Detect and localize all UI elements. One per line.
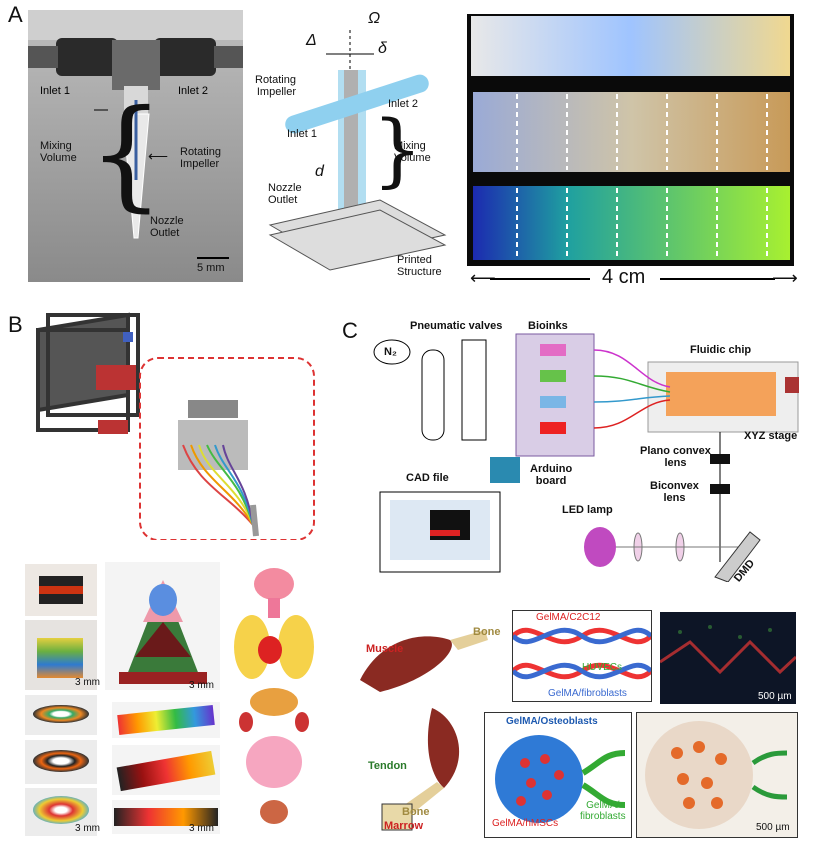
panel-letter-b: B xyxy=(8,312,23,337)
schematic-impeller-label: Rotating Impeller xyxy=(255,74,296,98)
huvecs-label: HUVECs xyxy=(582,662,623,673)
d-symbol: d xyxy=(315,163,324,180)
muscle-bone-label: Bone xyxy=(473,626,501,638)
impeller-arrow-icon: ⟵ xyxy=(148,148,169,164)
mixing-volume-label: Mixing Volume xyxy=(40,140,77,164)
schematic-inlet1-label: Inlet 1 xyxy=(287,128,317,140)
scale-arrow-right-icon: ⟶ xyxy=(772,268,798,288)
scale-bar-line xyxy=(197,257,229,259)
scale-arrow-left-icon: ⟵ xyxy=(470,268,496,288)
b-scale-bar-4: 3 mm xyxy=(189,823,214,834)
muscle-fibroblasts-label: GelMA/fibroblasts xyxy=(548,688,627,699)
led-lamp-label: LED lamp xyxy=(562,504,613,516)
muscle-fluorescence-image xyxy=(659,612,798,704)
b-scale-bar-3: 3 mm xyxy=(189,680,214,691)
tendon-construct-photo xyxy=(636,712,798,838)
schematic-inlet2-label: Inlet 2 xyxy=(388,98,418,110)
cad-file-label: CAD file xyxy=(406,472,449,484)
mixing-volume-brace: { xyxy=(88,85,165,224)
tendon-illustration xyxy=(362,708,482,836)
tendon-scale-bar: 500 µm xyxy=(756,822,790,833)
omega-symbol: Ω xyxy=(368,10,381,27)
mixing-nozzle-photo xyxy=(28,10,244,282)
scale-arrow-line-right xyxy=(660,278,775,280)
panel-letter-c: C xyxy=(342,318,358,343)
arduino-board-label: Arduino board xyxy=(530,463,573,487)
hmscs-label: GelMA/hMSCs xyxy=(492,818,559,829)
fluidic-chip-label: Fluidic chip xyxy=(690,344,752,356)
stacked-sample-photo-2 xyxy=(25,620,97,690)
printer-schematic xyxy=(28,310,328,541)
organ-model-photo xyxy=(228,562,320,837)
tendon-fibroblasts-label: GelMA/ fibroblasts xyxy=(580,800,626,822)
delta-small-symbol: δ xyxy=(378,40,387,57)
tendon-marrow-label: Marrow xyxy=(384,820,424,832)
biconvex-label: Biconvex lens xyxy=(650,480,699,504)
rainbow-strip-photo-3 xyxy=(112,800,220,834)
rainbow-strip-photo-1 xyxy=(112,702,220,738)
xyz-stage-label: XYZ stage xyxy=(744,430,798,442)
b-scale-bar-2: 3 mm xyxy=(75,823,100,834)
muscle-scale-bar: 500 µm xyxy=(758,691,792,702)
tendon-bone-label: Bone xyxy=(402,806,430,818)
muscle-illustration xyxy=(340,610,510,700)
muscle-label: Muscle xyxy=(366,643,404,655)
bioinks-label: Bioinks xyxy=(528,320,568,332)
ring-sample-photo-2 xyxy=(25,740,97,784)
rainbow-strip-photo-2 xyxy=(112,745,220,795)
nozzle-illustration xyxy=(28,10,244,282)
scale-bar-label: 5 mm xyxy=(197,262,225,274)
printed-structure-label: Printed Structure xyxy=(397,254,442,278)
inlet1-label: Inlet 1 xyxy=(40,85,70,97)
stacked-sample-photo-1 xyxy=(25,564,97,616)
nozzle-outlet-label: Nozzle Outlet xyxy=(150,215,184,239)
pneumatic-valves-label: Pneumatic valves xyxy=(410,320,503,332)
pyramid-sample-photo xyxy=(105,562,220,690)
inlet2-label: Inlet 2 xyxy=(178,85,208,97)
mixer-schematic xyxy=(250,10,460,282)
scale-arrow-line xyxy=(490,278,590,280)
ring-sample-photo-3 xyxy=(25,788,97,836)
osteoblasts-label: GelMA/Osteoblasts xyxy=(506,716,598,727)
delta-cap-symbol: Δ xyxy=(306,32,317,49)
four-cm-label: 4 cm xyxy=(602,266,646,288)
tendon-label: Tendon xyxy=(368,760,407,772)
bioprinting-setup-diagram xyxy=(370,332,810,583)
b-scale-bar-1: 3 mm xyxy=(75,677,100,688)
n2-label: N₂ xyxy=(384,346,397,358)
muscle-construct-schematic xyxy=(511,610,653,702)
panel-letter-a: A xyxy=(8,2,23,27)
printed-gradient-samples xyxy=(467,14,794,266)
plano-convex-label: Plano convex lens xyxy=(640,445,711,469)
tendon-construct-schematic xyxy=(484,712,632,838)
schematic-mixing-volume-label: Mixing Volume xyxy=(394,140,431,164)
ring-sample-photo-1 xyxy=(25,695,97,735)
rotating-impeller-label: Rotating Impeller xyxy=(180,146,221,170)
schematic-nozzle-outlet-label: Nozzle Outlet xyxy=(268,182,302,206)
c2c12-label: GelMA/C2C12 xyxy=(536,612,601,623)
schematic-brace: } xyxy=(372,103,423,196)
